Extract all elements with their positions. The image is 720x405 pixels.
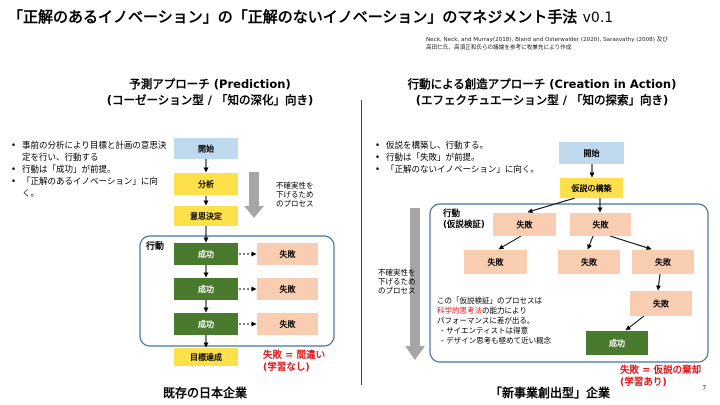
- right-fail-label: 失敗: [655, 257, 672, 267]
- left-bullet: 「正解のあるイノベーション」に向く。: [10, 176, 170, 200]
- right-bottom-label: 「新事業創出型」企業: [489, 386, 610, 400]
- left-success-box: [174, 313, 238, 335]
- note-line: 不確実性を: [276, 181, 314, 190]
- right-bullets: 仮説を構築し、行動する。 行動は「失敗」が前提。 「正解のないイノベーション」に…: [374, 140, 574, 176]
- paragraph-line: - デザイン思考も極めて近い概念: [441, 336, 552, 345]
- paragraph-text: の能力により: [482, 306, 527, 315]
- right-fail-label: 失敗: [517, 220, 534, 230]
- left-decision-box: [174, 206, 238, 226]
- left-success-label: 成功: [198, 249, 214, 259]
- left-failure-note: 失敗 = 間違い (学習なし): [263, 350, 325, 374]
- right-fail-box: [558, 250, 620, 274]
- right-fail-box: [464, 250, 527, 274]
- right-title-line2: (エフェクチュエーション型 / 「知の探索」向き): [415, 93, 669, 107]
- right-bullet: 「正解のないイノベーション」に向く。: [374, 164, 574, 176]
- right-fail-box: [493, 213, 556, 236]
- right-uncertainty-arrow: [405, 208, 425, 360]
- paragraph-line: パフォーマンスに差が出る。: [437, 316, 535, 325]
- note-line: のプロセス: [276, 199, 314, 208]
- left-analysis-label: 分析: [198, 179, 214, 189]
- left-bullets: 事前の分析により目標と計画の意思決定を行い、行動する 行動は「成功」が前提。 「…: [10, 140, 170, 200]
- right-start-label: 開始: [584, 148, 600, 158]
- left-analysis-box: [174, 173, 238, 195]
- note-line: 失敗 = 仮説の棄却: [620, 365, 702, 376]
- left-success-label: 成功: [198, 284, 214, 294]
- slide-title: 「正解のあるイノベーション」の「正解のないイノベーション」のマネジメント手法 v…: [8, 6, 613, 29]
- paragraph-line: 科学的思考法の能力により: [437, 306, 587, 316]
- left-start-box: [174, 138, 238, 159]
- slide-title-main: 「正解のあるイノベーション」の「正解のないイノベーション」のマネジメント手法: [8, 8, 578, 26]
- left-arrows: [203, 159, 257, 348]
- column-divider: [361, 100, 362, 385]
- left-start-label: 開始: [198, 144, 214, 154]
- right-group-label: 行動 (仮説検証): [443, 209, 485, 231]
- right-fail-label: 失敗: [593, 220, 610, 230]
- right-bullet: 仮説を構築し、行動する。: [374, 140, 574, 152]
- left-fail-box: [257, 243, 318, 265]
- left-goal-label: 目標達成: [190, 352, 222, 362]
- right-arrows: [498, 164, 662, 331]
- paragraph-line: - サイエンティストは得意: [441, 326, 529, 335]
- reference-line: 高田仁氏、高須正和氏らの議論を参考に牧兼充により作成: [426, 45, 572, 51]
- left-fail-label: 失敗: [280, 249, 297, 259]
- scientific-thinking-highlight: 科学的思考法: [437, 306, 482, 315]
- left-bullet: 事前の分析により目標と計画の意思決定を行い、行動する: [10, 140, 170, 164]
- paragraph-line: この「仮説検証」のプロセスは: [437, 296, 542, 305]
- left-column-title: 予測アプローチ (Prediction) (コーゼーション型 / 「知の深化」向…: [60, 76, 360, 108]
- page-number: 7: [702, 384, 707, 392]
- right-failure-note: 失敗 = 仮説の棄却 (学習あり): [620, 365, 701, 389]
- left-success-label: 成功: [198, 319, 214, 329]
- group-label-line: (仮説検証): [443, 220, 485, 230]
- left-fail-label: 失敗: [280, 284, 297, 294]
- slide-title-version: v0.1: [582, 10, 614, 26]
- left-success-box: [174, 243, 238, 265]
- hypothesis-testing-paragraph: この「仮説検証」のプロセスは 科学的思考法の能力により パフォーマンスに差が出る…: [437, 296, 587, 346]
- left-title-line1: 予測アプローチ (Prediction): [129, 77, 291, 91]
- right-column-title: 行動による創造アプローチ (Creation in Action) (エフェクチ…: [372, 76, 712, 108]
- left-uncertainty-arrow: [244, 172, 264, 218]
- left-bullet: 行動は「成功」が前提。: [10, 164, 170, 176]
- right-fail-label: 失敗: [653, 299, 670, 309]
- right-success-label: 成功: [609, 338, 625, 348]
- left-action-group: [139, 235, 335, 347]
- left-title-line2: (コーゼーション型 / 「知の深化」向き): [106, 93, 314, 107]
- right-success-box: [586, 331, 648, 355]
- reference-line: Neck, Neck, and Murray(2018), Bland and …: [426, 37, 668, 43]
- note-line: (学習あり): [620, 377, 667, 388]
- right-uncertainty-note: 不確実性を 下げるため のプロセス: [378, 268, 416, 295]
- note-line: (学習なし): [263, 362, 310, 373]
- left-success-box: [174, 278, 238, 300]
- right-title-line1: 行動による創造アプローチ (Creation in Action): [407, 77, 677, 91]
- note-line: 不確実性を: [378, 268, 416, 277]
- right-start-box: [559, 142, 624, 164]
- left-group-label: 行動: [146, 242, 165, 252]
- right-fail-box: [570, 213, 631, 236]
- right-fail-label: 失敗: [581, 257, 598, 267]
- references: Neck, Neck, and Murray(2018), Bland and …: [426, 36, 716, 52]
- note-line: 失敗 = 間違い: [263, 350, 326, 361]
- right-fail-box: [632, 250, 694, 274]
- right-fail-label: 失敗: [488, 257, 505, 267]
- left-goal-box: [174, 348, 238, 366]
- left-bottom-label: 既存の日本企業: [162, 386, 247, 400]
- right-fail-box: [630, 291, 692, 316]
- group-label-line: 行動: [443, 209, 461, 219]
- right-hypothesis-box: [560, 178, 623, 198]
- note-line: 下げるため: [276, 190, 314, 199]
- left-fail-box: [257, 313, 318, 335]
- right-hypothesis-label: 仮説の構築: [571, 183, 613, 193]
- note-line: のプロセス: [378, 286, 416, 295]
- right-bullet: 行動は「失敗」が前提。: [374, 152, 574, 164]
- left-decision-label: 意思決定: [190, 211, 222, 221]
- right-action-group: [429, 203, 709, 363]
- note-line: 下げるため: [378, 277, 416, 286]
- left-fail-label: 失敗: [280, 319, 297, 329]
- left-fail-box: [257, 278, 318, 300]
- left-uncertainty-note: 不確実性を 下げるため のプロセス: [276, 181, 314, 208]
